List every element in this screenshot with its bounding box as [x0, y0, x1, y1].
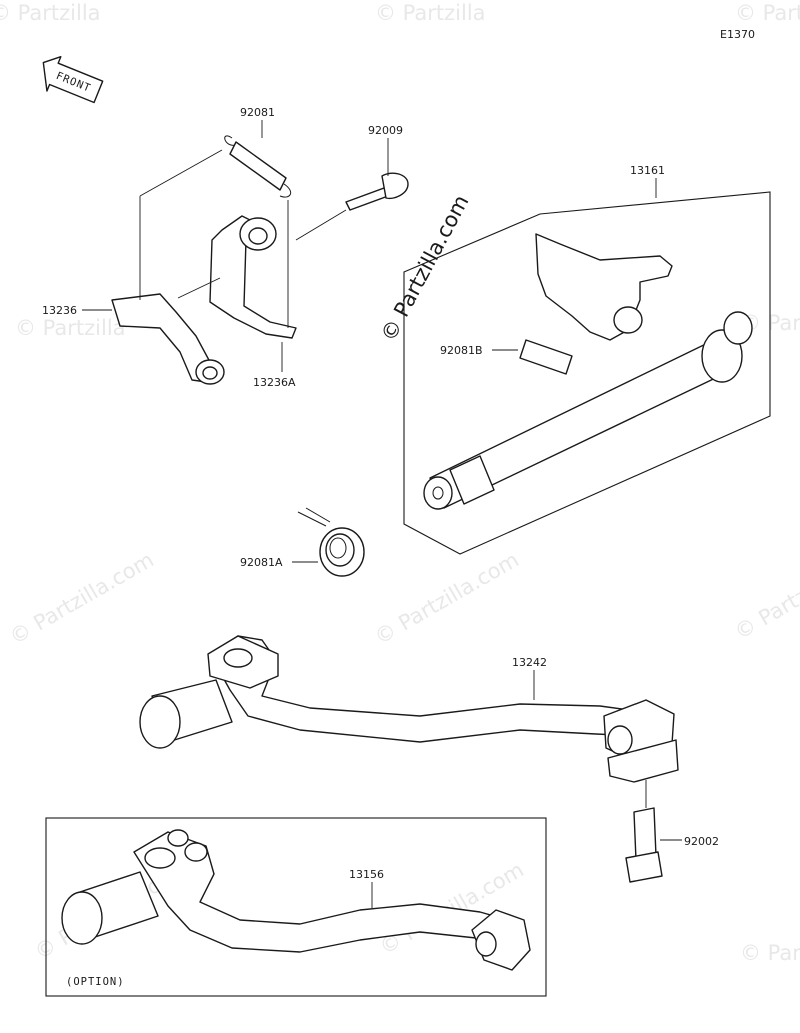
- option-label: (OPTION): [66, 976, 125, 988]
- part-label-13236: 13236: [42, 304, 77, 317]
- part-label-13242: 13242: [512, 656, 547, 669]
- watermark-faint: © Partzilla: [740, 941, 800, 965]
- watermark-faint: © Partzilla: [375, 1, 486, 25]
- watermark-main: © Partzilla.com: [376, 191, 473, 345]
- watermark-faint: © Partzilla: [735, 1, 800, 25]
- shift-pedal-13242: [139, 635, 679, 783]
- shaft-assembly-frame: [403, 191, 771, 555]
- watermark-faint: © Partzilla: [15, 316, 126, 340]
- lever-13236: [111, 293, 225, 385]
- part-label-92081A: 92081A: [240, 556, 283, 569]
- watermark-faint: © Partzilla.com: [6, 548, 158, 650]
- part-label-13161: 13161: [630, 164, 665, 177]
- part-label-92081B: 92081B: [440, 344, 483, 357]
- front-arrow-icon: FRONT: [42, 56, 104, 104]
- background-watermarks: © Partzilla © Partzilla © Partzilla © Pa…: [0, 1, 800, 965]
- spring-92081: [224, 135, 292, 198]
- part-label-13236A: 13236A: [253, 376, 296, 389]
- shift-pedal-13156: [61, 829, 531, 971]
- part-label-92002: 92002: [684, 835, 719, 848]
- bolt-92002: [625, 807, 663, 883]
- watermark-faint: © Partzilla.com: [371, 548, 523, 650]
- spring-92081B: [519, 339, 573, 375]
- watermark-faint: © Partzilla: [731, 568, 800, 644]
- bracket-13236A: [209, 215, 297, 339]
- shift-shaft-13161: [423, 233, 753, 510]
- watermark-faint: © Partzilla: [0, 1, 101, 25]
- bolt-92009: [345, 172, 409, 211]
- part-label-92009: 92009: [368, 124, 403, 137]
- diagram-code: E1370: [720, 28, 755, 41]
- option-frame: [45, 817, 547, 997]
- spring-92081A: [297, 507, 365, 577]
- part-label-13156: 13156: [349, 868, 384, 881]
- part-label-92081: 92081: [240, 106, 275, 119]
